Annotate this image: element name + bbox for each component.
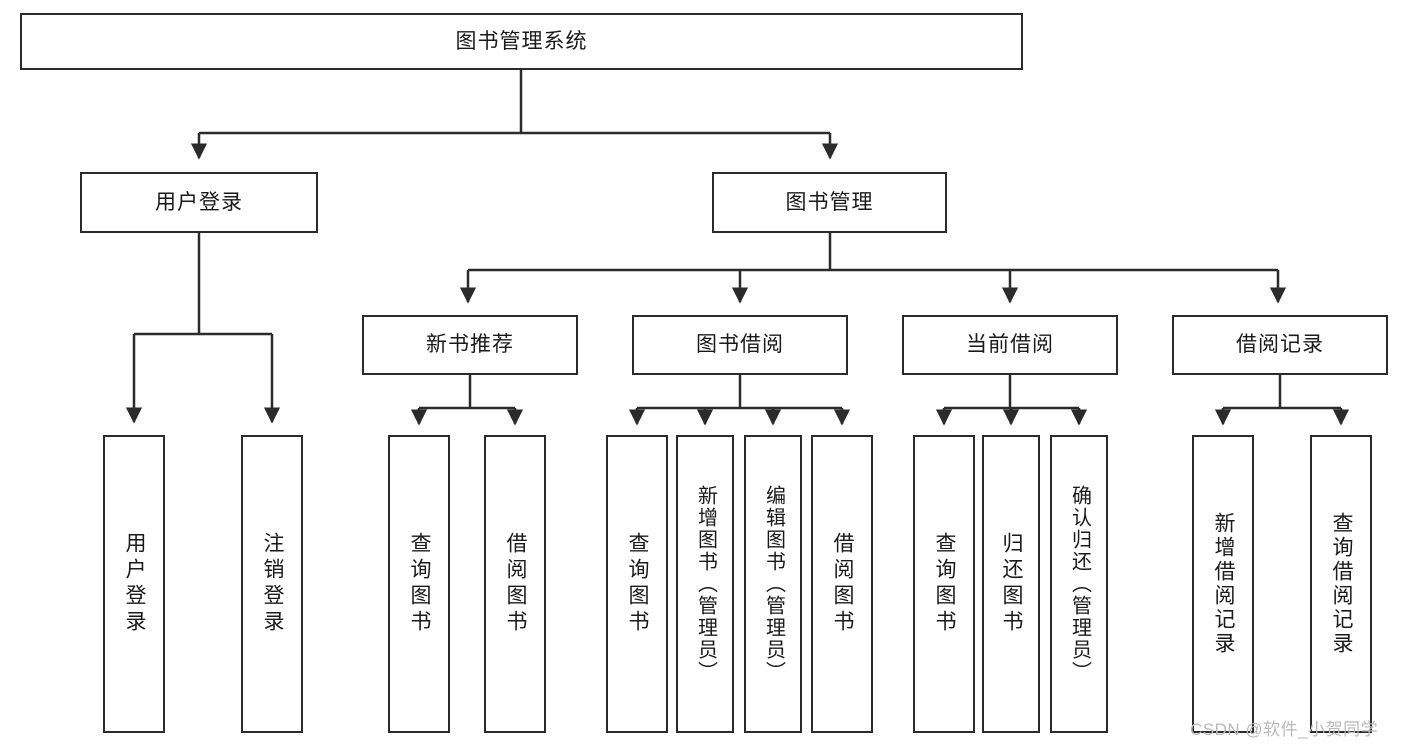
leaf-user-login[interactable]: 用户登录 — [103, 435, 165, 733]
node-book-borrow-label: 图书借阅 — [696, 333, 784, 357]
node-user-login[interactable]: 用户登录 — [80, 172, 318, 233]
leaf-confirm-return-label: 确认归还（管理员） — [1068, 485, 1091, 683]
leaf-confirm-return[interactable]: 确认归还（管理员） — [1050, 435, 1108, 733]
leaf-borrow-book-2-label: 借阅图书 — [831, 532, 855, 636]
leaf-query-record[interactable]: 查询借阅记录 — [1310, 435, 1372, 733]
leaf-query-book-2-label: 查询图书 — [626, 532, 650, 636]
node-root[interactable]: 图书管理系统 — [20, 13, 1023, 70]
leaf-query-book-3-label: 查询图书 — [933, 532, 957, 636]
leaf-query-book-1[interactable]: 查询图书 — [388, 435, 450, 733]
leaf-borrow-book-1-label: 借阅图书 — [504, 532, 528, 636]
node-root-label: 图书管理系统 — [455, 29, 588, 53]
leaf-return-book-label: 归还图书 — [1000, 532, 1024, 636]
leaf-borrow-book-2[interactable]: 借阅图书 — [811, 435, 873, 733]
node-borrow-record-label: 借阅记录 — [1236, 333, 1324, 357]
node-new-book-recommend-label: 新书推荐 — [426, 333, 514, 357]
leaf-add-book-label: 新增图书（管理员） — [694, 485, 717, 683]
leaf-borrow-book-1[interactable]: 借阅图书 — [484, 435, 546, 733]
leaf-user-logout[interactable]: 注销登录 — [241, 435, 303, 733]
node-current-borrow[interactable]: 当前借阅 — [902, 315, 1118, 375]
leaf-edit-book-label: 编辑图书（管理员） — [762, 485, 785, 683]
leaf-query-book-2[interactable]: 查询图书 — [606, 435, 668, 733]
node-current-borrow-label: 当前借阅 — [966, 333, 1054, 357]
leaf-add-record-label: 新增借阅记录 — [1212, 512, 1236, 656]
node-book-borrow[interactable]: 图书借阅 — [632, 315, 848, 375]
node-user-login-label: 用户登录 — [155, 190, 243, 214]
node-borrow-record[interactable]: 借阅记录 — [1172, 315, 1388, 375]
node-new-book-recommend[interactable]: 新书推荐 — [362, 315, 578, 375]
leaf-add-record[interactable]: 新增借阅记录 — [1192, 435, 1254, 733]
csdn-watermark: CSDN @软件_小贺同学 — [1190, 720, 1379, 739]
leaf-query-book-1-label: 查询图书 — [408, 532, 432, 636]
leaf-add-book[interactable]: 新增图书（管理员） — [676, 435, 734, 733]
leaf-query-book-3[interactable]: 查询图书 — [913, 435, 975, 733]
leaf-query-record-label: 查询借阅记录 — [1330, 512, 1354, 656]
leaf-return-book[interactable]: 归还图书 — [982, 435, 1040, 733]
node-book-manage-label: 图书管理 — [785, 190, 874, 214]
leaf-user-logout-label: 注销登录 — [261, 532, 285, 636]
leaf-user-login-label: 用户登录 — [123, 532, 147, 636]
leaf-edit-book[interactable]: 编辑图书（管理员） — [744, 435, 802, 733]
node-book-manage[interactable]: 图书管理 — [712, 172, 947, 233]
